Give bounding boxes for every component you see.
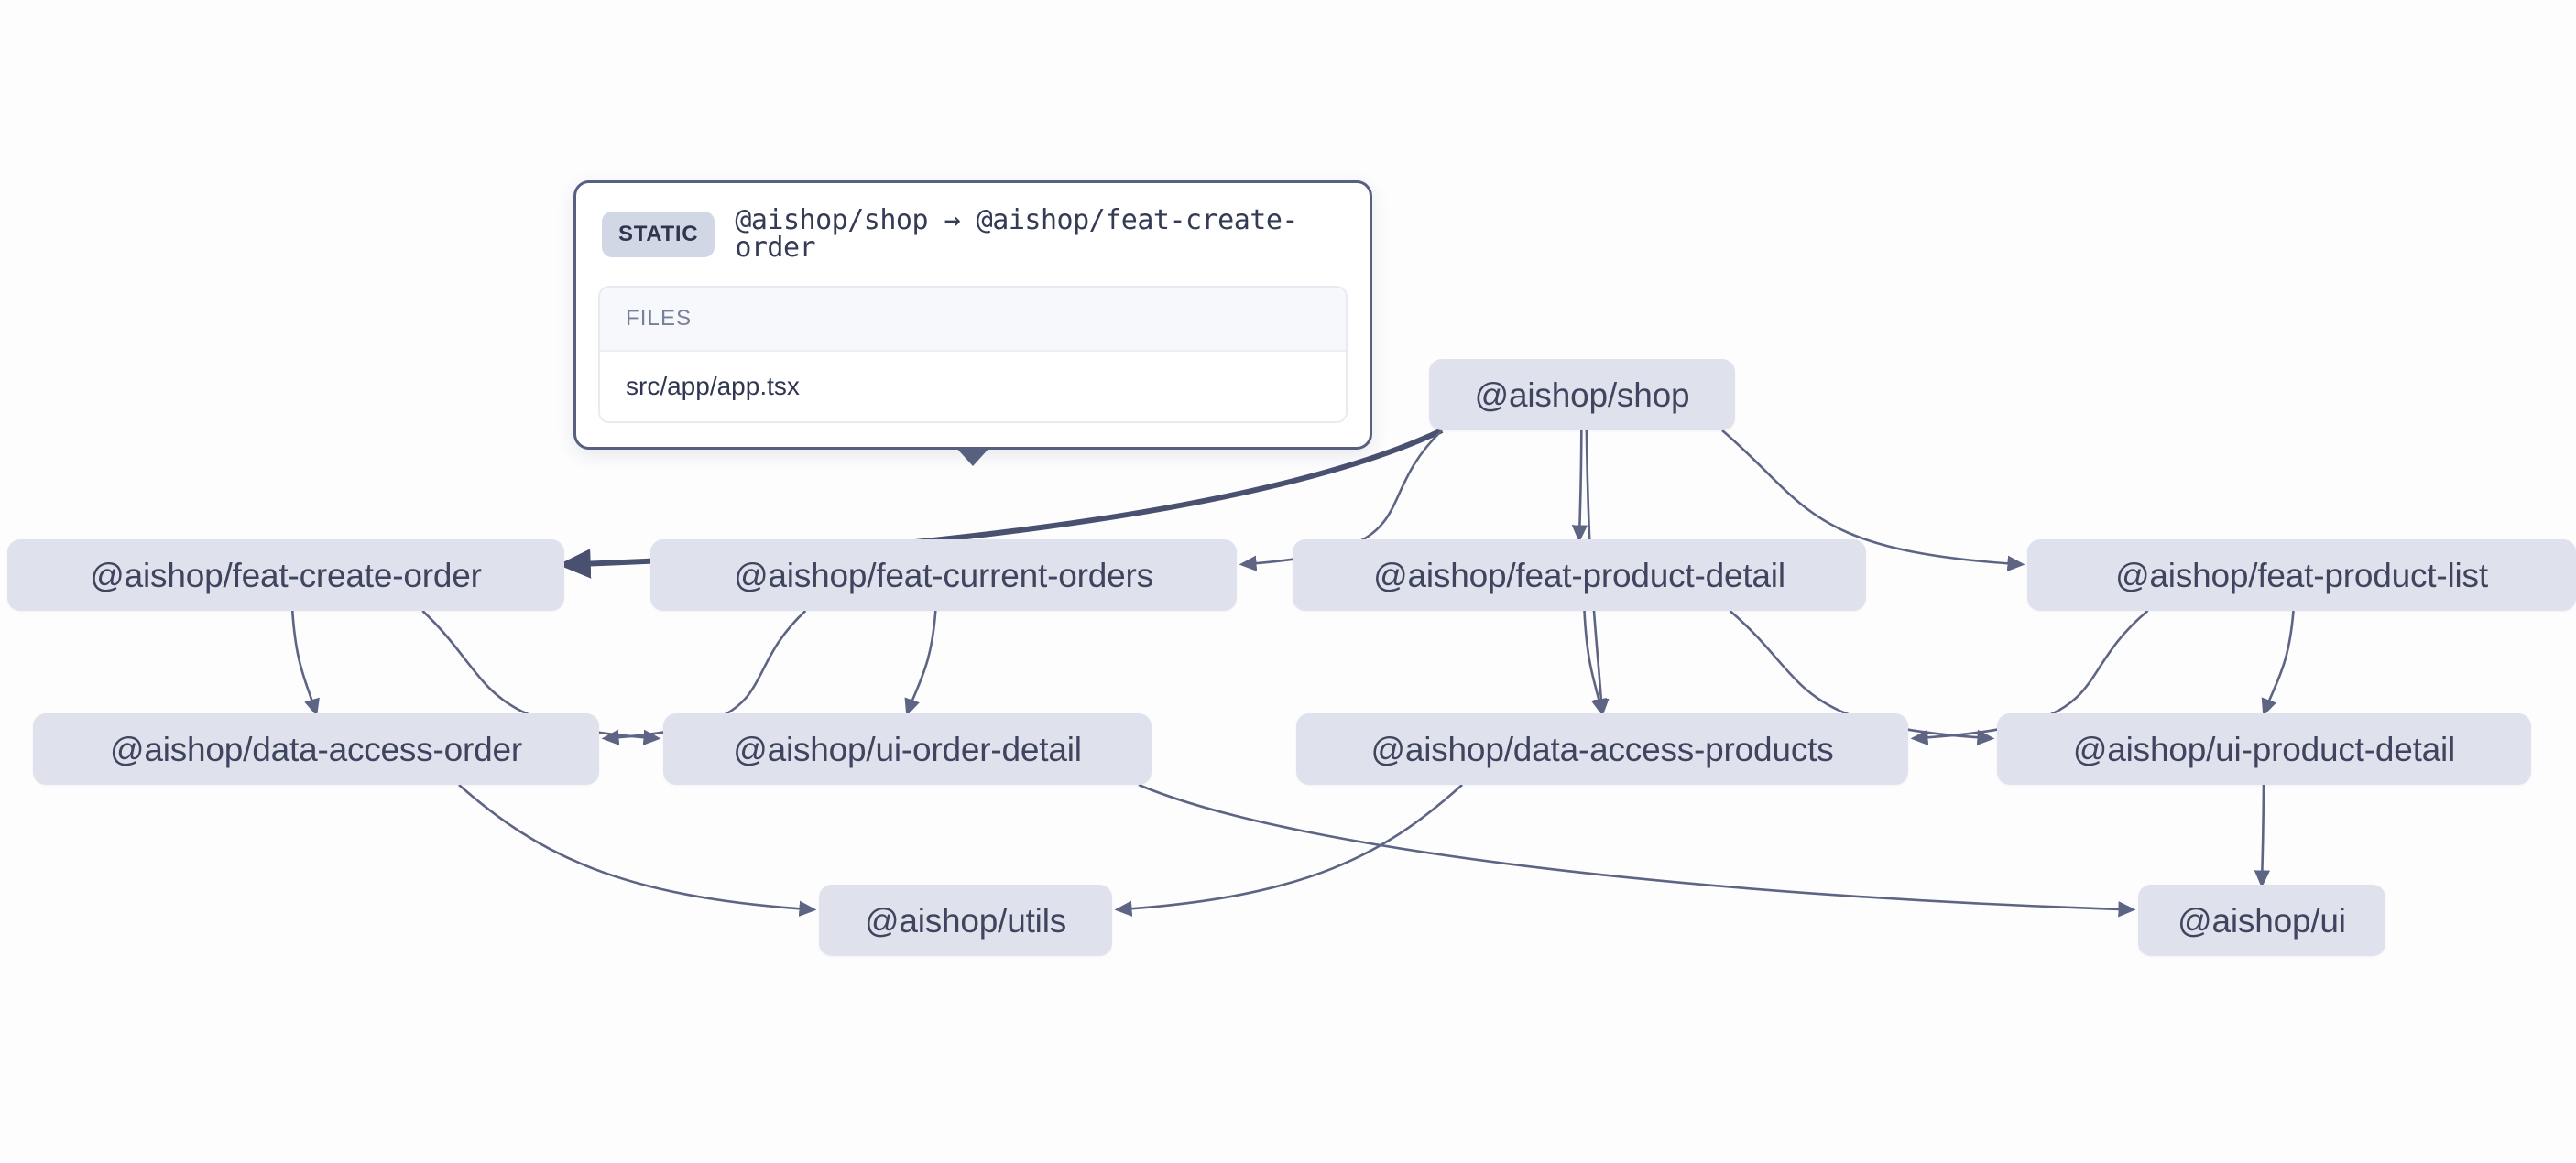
graph-node-ui[interactable]: @aishop/ui <box>2138 885 2385 956</box>
graph-node-ui-order-detail[interactable]: @aishop/ui-order-detail <box>663 713 1152 785</box>
static-badge: STATIC <box>602 212 715 257</box>
graph-node-feat-create-order[interactable]: @aishop/feat-create-order <box>7 539 564 611</box>
tooltip-title: @aishop/shop → @aishop/feat-create-order <box>735 204 1298 264</box>
graph-node-data-access-order[interactable]: @aishop/data-access-order <box>33 713 599 785</box>
files-table-header: FILES <box>600 288 1346 352</box>
graph-node-feat-current-orders[interactable]: @aishop/feat-current-orders <box>650 539 1237 611</box>
edge-feat-create-order-to-data-access-order[interactable] <box>290 610 320 717</box>
edge-tooltip: STATIC @aishop/shop → @aishop/feat-creat… <box>573 180 1372 466</box>
tooltip-header: STATIC @aishop/shop → @aishop/feat-creat… <box>598 207 1348 262</box>
graph-node-ui-product-detail[interactable]: @aishop/ui-product-detail <box>1997 713 2531 785</box>
edge-feat-current-orders-to-ui-order-detail[interactable] <box>904 610 937 717</box>
file-row: src/app/app.tsx <box>600 352 1346 421</box>
graph-node-utils[interactable]: @aishop/utils <box>819 885 1112 956</box>
edge-shop-to-feat-product-detail[interactable] <box>1571 429 1588 543</box>
edge-feat-product-detail-to-data-access-products[interactable] <box>1583 610 1608 717</box>
edge-ui-order-detail-to-ui[interactable] <box>1138 783 2136 918</box>
graph-node-feat-product-detail[interactable]: @aishop/feat-product-detail <box>1293 539 1866 611</box>
graph-node-shop[interactable]: @aishop/shop <box>1429 359 1735 430</box>
edge-feat-product-list-to-ui-product-detail[interactable] <box>2261 610 2295 717</box>
tooltip-pointer <box>955 447 990 466</box>
edge-ui-product-detail-to-ui[interactable] <box>2254 784 2271 888</box>
graph-node-feat-product-list[interactable]: @aishop/feat-product-list <box>2027 539 2576 611</box>
graph-node-data-access-products[interactable]: @aishop/data-access-products <box>1296 713 1908 785</box>
edge-data-access-order-to-utils[interactable] <box>458 784 817 917</box>
edge-data-access-products-to-utils[interactable] <box>1114 784 1463 917</box>
files-table: FILES src/app/app.tsx <box>598 286 1348 423</box>
